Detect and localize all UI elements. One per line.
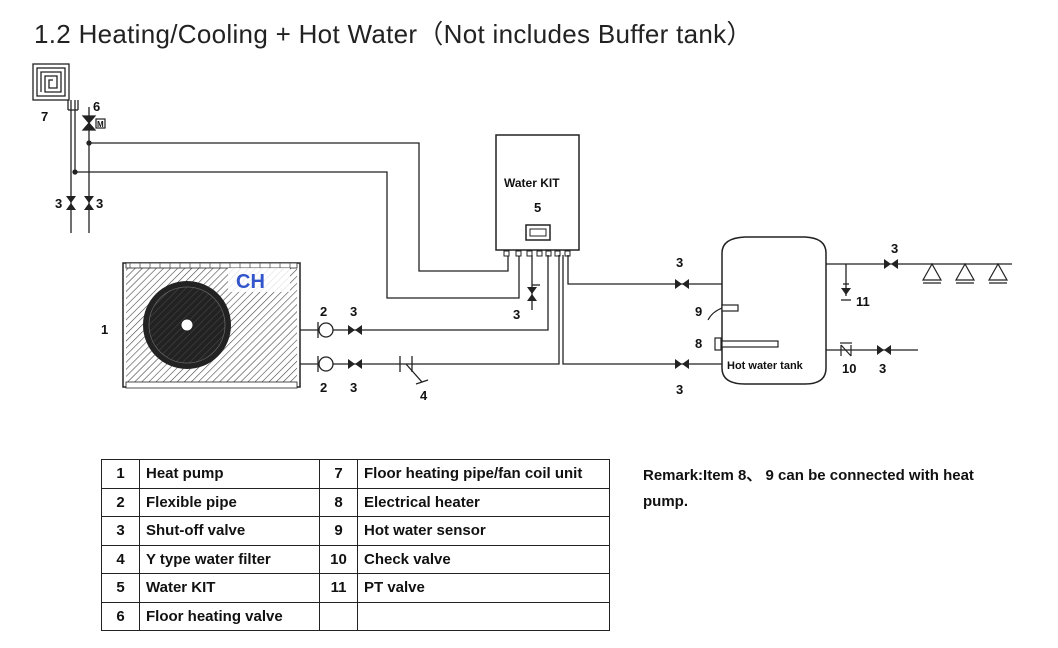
legend-num: 3 — [101, 516, 140, 546]
shut-off-valve-icon — [66, 196, 94, 210]
electrical-heater-icon — [714, 337, 779, 351]
shut-off-valve-icon — [675, 279, 689, 369]
svg-text:M: M — [97, 120, 104, 129]
tank-outlet-pipes — [826, 263, 1012, 351]
heat-pump-unit — [122, 262, 301, 389]
water-outlet-icon — [921, 262, 1009, 284]
floor-to-kit-pipes — [72, 140, 520, 299]
callout-6: 6 — [93, 99, 100, 114]
legend-desc2: Check valve — [357, 544, 610, 574]
shut-off-valve-icon — [348, 325, 362, 369]
legend-desc: Water KIT — [139, 573, 320, 603]
shut-off-valve-icon — [527, 287, 537, 301]
callout-8: 8 — [695, 336, 702, 351]
legend-num: 1 — [101, 459, 140, 489]
kit-shut-off-valve — [531, 255, 540, 310]
callout-3-kit: 3 — [513, 307, 520, 322]
pt-valve-icon — [841, 288, 851, 295]
legend-desc2 — [357, 601, 610, 631]
legend-desc2: Hot water sensor — [357, 516, 610, 546]
callout-4: 4 — [420, 388, 428, 403]
legend-num2: 10 — [319, 544, 358, 574]
heat-pump-logo: CH — [236, 271, 265, 293]
callout-3-tank-top: 3 — [676, 255, 683, 270]
legend-num: 5 — [101, 573, 140, 603]
callout-1: 1 — [101, 322, 108, 337]
callout-10: 10 — [842, 361, 856, 376]
legend-num2: 9 — [319, 516, 358, 546]
callout-2b: 2 — [320, 380, 327, 395]
legend-num: 6 — [101, 601, 140, 631]
callout-5: 5 — [534, 200, 541, 215]
legend-num2 — [319, 601, 358, 631]
callout-11: 11 — [856, 294, 870, 309]
y-filter-icon — [399, 356, 429, 385]
legend-desc2: PT valve — [357, 573, 610, 603]
callout-3-tank-bottom: 3 — [676, 382, 683, 397]
legend-num2: 11 — [319, 573, 358, 603]
check-valve-icon — [840, 342, 852, 357]
kit-to-tank-pipes — [562, 255, 722, 365]
legend-desc2: Floor heating pipe/fan coil unit — [357, 459, 610, 489]
legend-desc: Shut-off valve — [139, 516, 320, 546]
page-title: 1.2 Heating/Cooling + Hot Water（Not incl… — [34, 19, 753, 49]
water-kit-label: Water KIT — [504, 176, 560, 190]
remark-note: Remark:Item 8、 9 can be connected with h… — [643, 467, 974, 510]
legend-desc: Floor heating valve — [139, 601, 320, 631]
legend-desc2: Electrical heater — [357, 487, 610, 517]
callout-3-left-b: 3 — [96, 196, 103, 211]
callout-7: 7 — [41, 109, 48, 124]
legend-num: 4 — [101, 544, 140, 574]
legend-desc: Heat pump — [139, 459, 320, 489]
system-diagram: 7 M 6 3 3 Water KIT 5 — [32, 63, 1012, 403]
callout-3-pump-bottom: 3 — [350, 380, 357, 395]
flexible-pipe-icon — [317, 322, 334, 372]
legend-num2: 7 — [319, 459, 358, 489]
callout-3-pump-top: 3 — [350, 304, 357, 319]
callout-3-right-bottom: 3 — [879, 361, 886, 376]
shut-off-valve-icon — [877, 259, 898, 355]
legend-desc: Flexible pipe — [139, 487, 320, 517]
legend-num2: 8 — [319, 487, 358, 517]
hot-water-tank-label: Hot water tank — [727, 360, 804, 372]
legend-num: 2 — [101, 487, 140, 517]
callout-3-right-top: 3 — [891, 241, 898, 256]
callout-2a: 2 — [320, 304, 327, 319]
callout-9: 9 — [695, 304, 702, 319]
floor-heating-valve-icon: M — [81, 115, 106, 131]
heat-pump-pipes — [300, 255, 560, 365]
hot-water-sensor-icon — [707, 304, 739, 321]
callout-3-left-a: 3 — [55, 196, 62, 211]
floor-heating-coil-icon — [32, 63, 79, 111]
legend-desc: Y type water filter — [139, 544, 320, 574]
water-kit-unit: Water KIT 5 — [495, 134, 580, 257]
